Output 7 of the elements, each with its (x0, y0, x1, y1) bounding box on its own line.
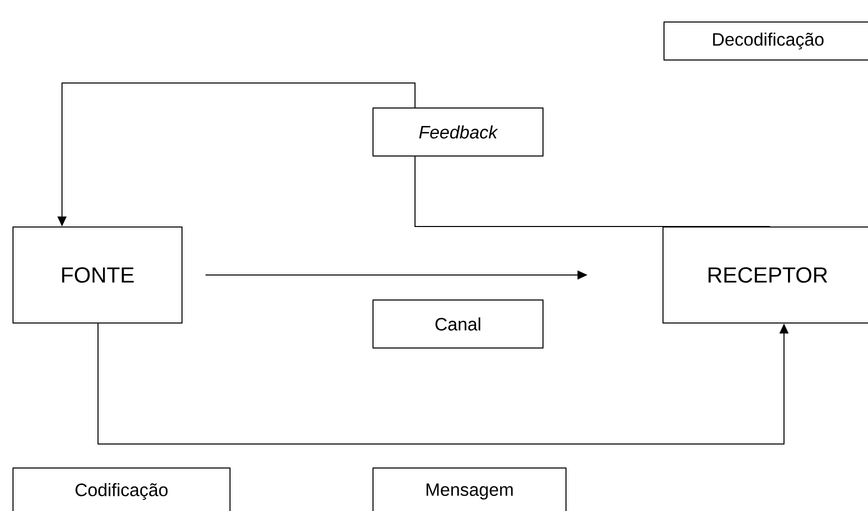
text-box: FONTE (12, 226, 182, 324)
text-box: Mensagem (372, 468, 566, 511)
text-box: Decodificação (664, 22, 868, 60)
text-box: RECEPTOR (662, 226, 868, 324)
text-box: Feedback (372, 108, 544, 156)
text-box: Canal (372, 300, 544, 348)
text-box: Codificação (12, 468, 230, 511)
